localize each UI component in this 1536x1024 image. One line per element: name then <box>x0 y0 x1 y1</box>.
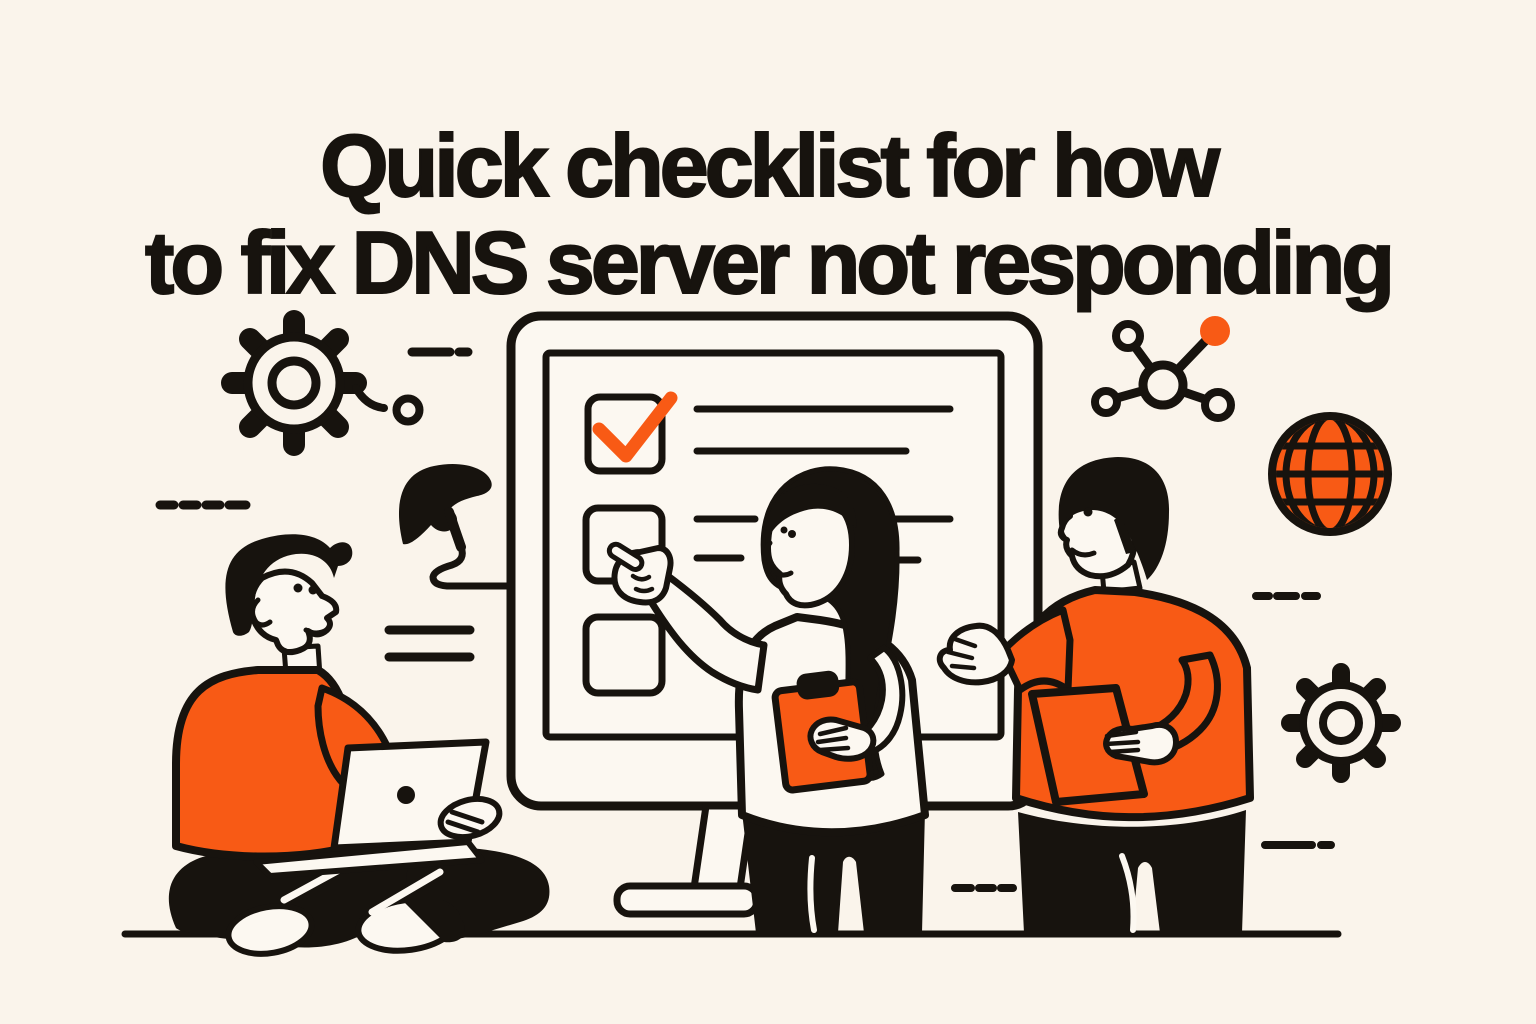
eye <box>293 583 303 593</box>
folder <box>1028 684 1148 806</box>
checkmark-icon <box>592 391 678 463</box>
hair <box>1058 457 1170 580</box>
sideburn <box>1114 516 1135 554</box>
bangs <box>765 483 857 545</box>
pointing-arm <box>646 572 768 694</box>
gear-icon <box>1281 663 1401 783</box>
mouth <box>771 568 794 578</box>
fingers <box>1103 729 1141 755</box>
monitor-base <box>613 882 761 918</box>
index-finger <box>606 541 645 572</box>
fingers <box>445 809 485 835</box>
globe-icon <box>1268 412 1392 536</box>
fingers <box>630 573 655 594</box>
mouth <box>1069 547 1097 558</box>
lamp-icon <box>398 463 515 590</box>
fingers <box>945 635 978 671</box>
fingers <box>815 725 851 753</box>
shoe <box>225 903 315 957</box>
page-title: Quick checklist for how to fix DNS serve… <box>0 115 1536 312</box>
network-nodes-icon <box>1091 316 1235 422</box>
laptop-keyboard <box>253 839 485 879</box>
eye <box>788 530 796 538</box>
laptop-logo <box>397 786 415 804</box>
clipboard-clip <box>796 670 840 700</box>
title-line-2: to fix DNS server not responding <box>144 212 1396 312</box>
orange-node <box>1200 316 1230 346</box>
node-link-icon <box>352 347 473 426</box>
checkbox-checked <box>584 393 666 475</box>
man-sitting-with-laptop <box>168 534 550 957</box>
raised-sleeve <box>998 606 1074 694</box>
eye <box>1083 507 1093 517</box>
nose <box>1058 517 1069 540</box>
mouth <box>303 627 330 636</box>
face <box>248 568 340 656</box>
checkbox-empty <box>582 613 666 697</box>
man-holding-folder <box>936 457 1254 933</box>
hair <box>225 534 353 636</box>
eye <box>308 585 318 595</box>
eyebrow <box>780 526 788 534</box>
nose <box>763 540 773 561</box>
title-line-1: Quick checklist for how <box>319 115 1221 215</box>
pants <box>1018 810 1246 933</box>
pants <box>742 810 925 933</box>
woman-pointing-with-clipboard <box>606 466 929 933</box>
gear-icon <box>221 310 367 456</box>
equals-lines-decoration <box>384 625 475 662</box>
